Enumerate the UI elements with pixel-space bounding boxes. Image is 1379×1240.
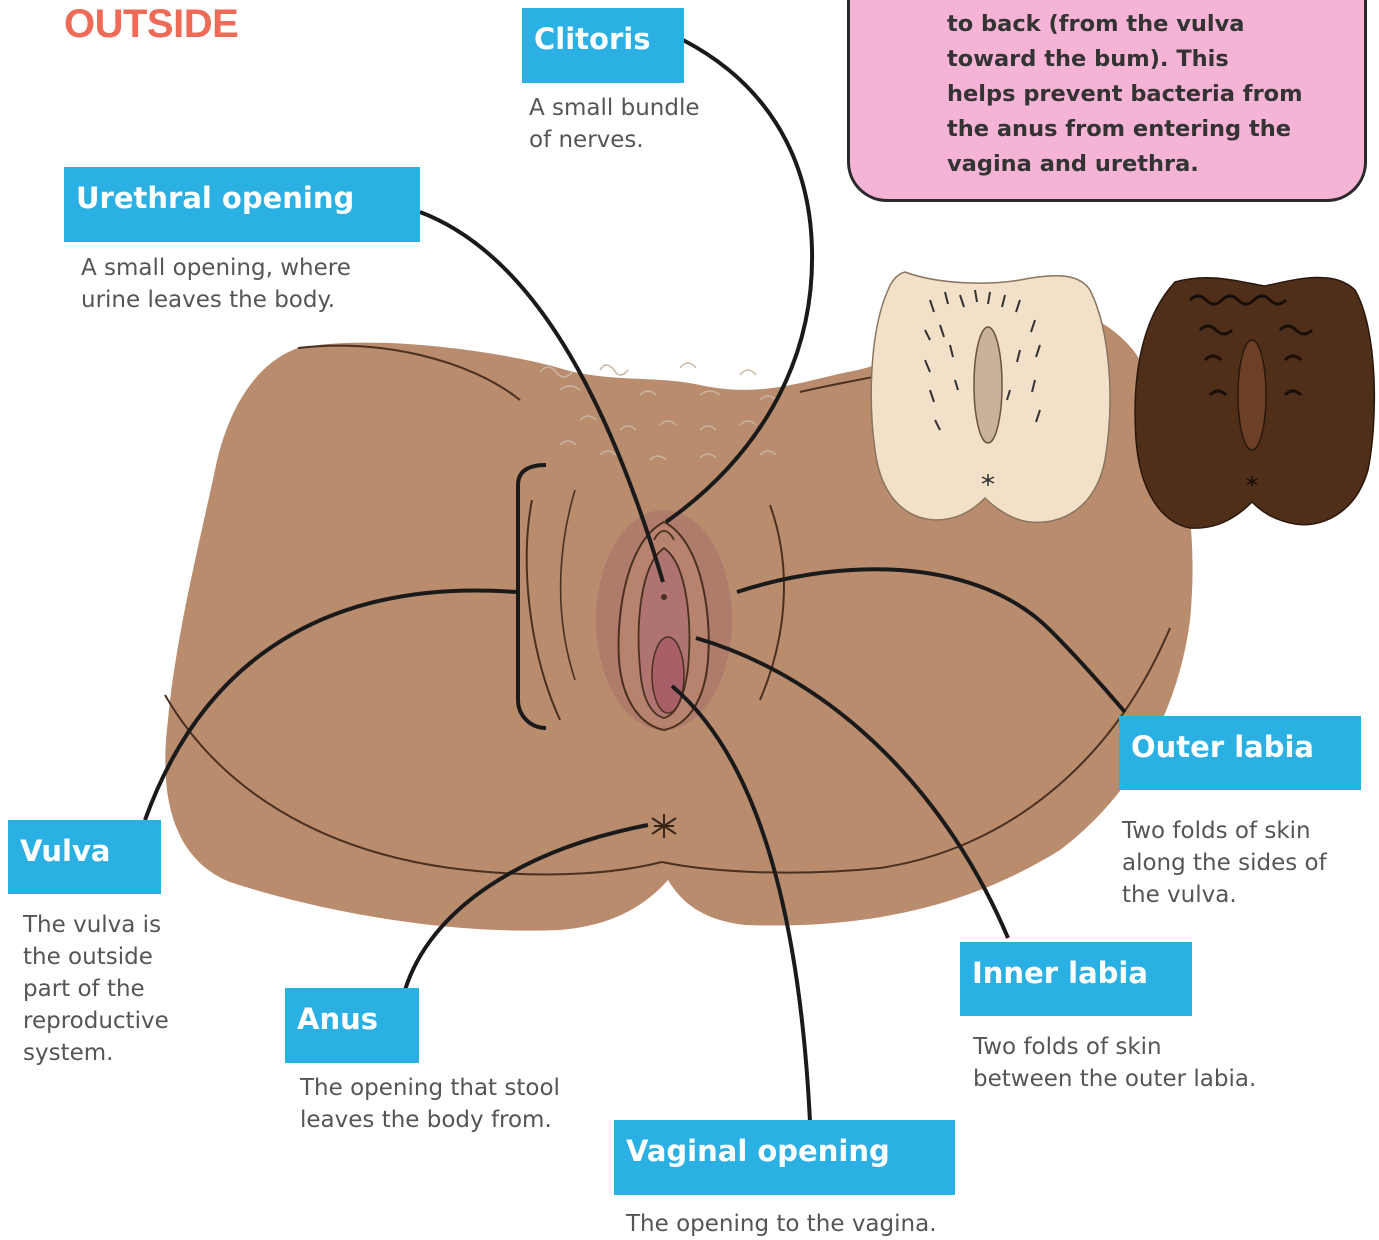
vulva-label: Vulva bbox=[8, 820, 161, 894]
outer-labia-description: Two folds of skin along the sides of the… bbox=[1122, 815, 1327, 911]
desc-line: urine leaves the body. bbox=[81, 284, 351, 316]
desc-line: The vulva is bbox=[23, 909, 169, 941]
anus-description: The opening that stool leaves the body f… bbox=[300, 1072, 560, 1136]
desc-line: leaves the body from. bbox=[300, 1104, 560, 1136]
clitoris-label: Clitoris bbox=[522, 8, 684, 83]
vaginal-opening-label: Vaginal opening bbox=[614, 1120, 955, 1195]
clitoris-description: A small bundle of nerves. bbox=[529, 92, 700, 156]
desc-line: Two folds of skin bbox=[973, 1031, 1256, 1063]
small-vulva-light bbox=[974, 327, 1002, 443]
vulva-description: The vulva is the outside part of the rep… bbox=[23, 909, 169, 1069]
desc-line: A small bundle bbox=[529, 92, 700, 124]
anus-label: Anus bbox=[285, 988, 419, 1063]
desc-line: The opening that stool bbox=[300, 1072, 560, 1104]
desc-line: along the sides of bbox=[1122, 847, 1327, 879]
desc-line: of nerves. bbox=[529, 124, 700, 156]
desc-line: Two folds of skin bbox=[1122, 815, 1327, 847]
desc-line: part of the bbox=[23, 973, 169, 1005]
vaginal-opening-description: The opening to the vagina. bbox=[626, 1208, 937, 1240]
desc-line: reproductive bbox=[23, 1005, 169, 1037]
desc-line: the outside bbox=[23, 941, 169, 973]
urethra-dot bbox=[661, 594, 667, 600]
urethral-opening-description: A small opening, where urine leaves the … bbox=[81, 252, 351, 316]
small-vulva-dark bbox=[1238, 340, 1266, 450]
desc-line: system. bbox=[23, 1037, 169, 1069]
vaginal-opening-shape bbox=[652, 637, 684, 713]
desc-line: The opening to the vagina. bbox=[626, 1208, 937, 1240]
urethral-opening-label: Urethral opening bbox=[64, 167, 420, 242]
inner-labia-description: Two folds of skin between the outer labi… bbox=[973, 1031, 1256, 1095]
outer-labia-label: Outer labia bbox=[1119, 716, 1361, 790]
desc-line: A small opening, where bbox=[81, 252, 351, 284]
inner-labia-label: Inner labia bbox=[960, 942, 1192, 1016]
desc-line: the vulva. bbox=[1122, 879, 1327, 911]
desc-line: between the outer labia. bbox=[973, 1063, 1256, 1095]
